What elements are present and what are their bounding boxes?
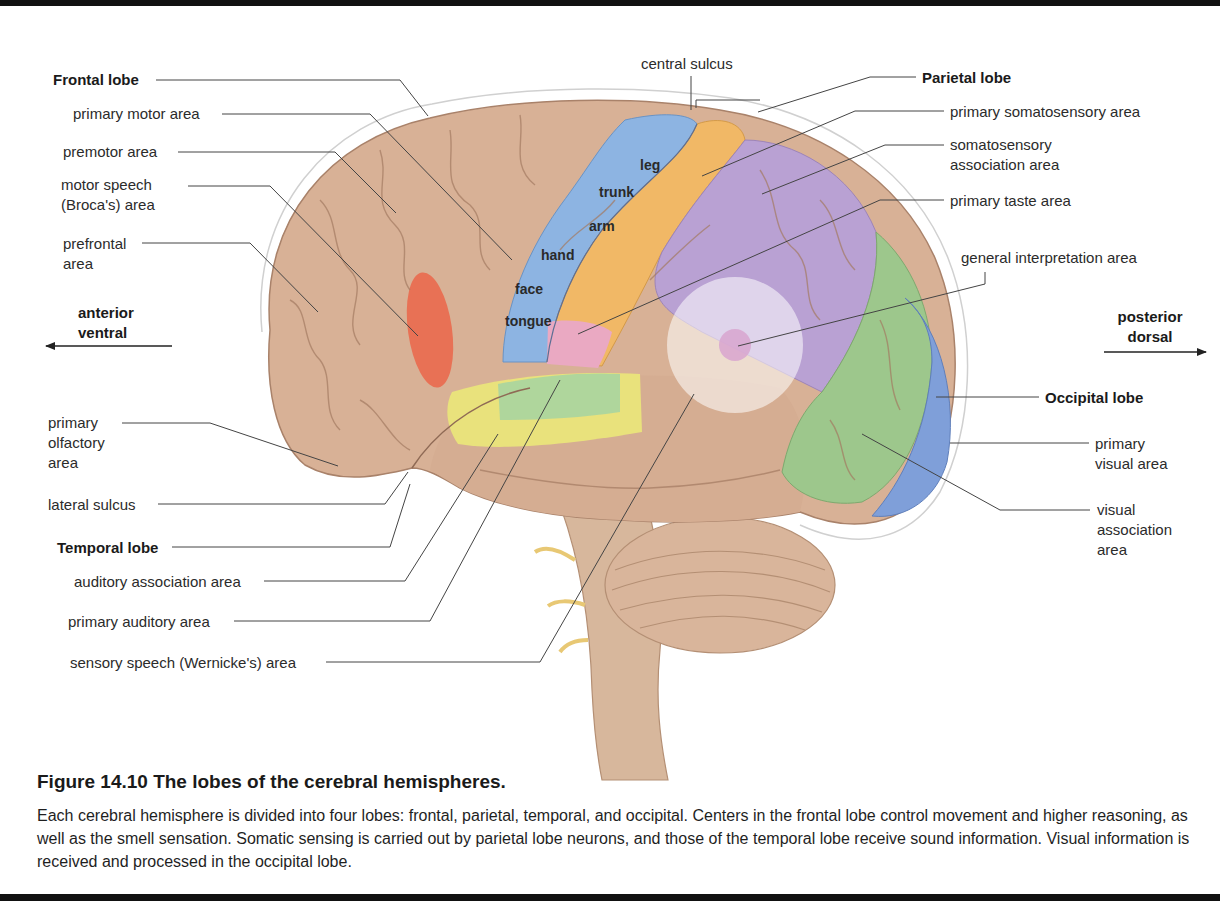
area-label: prefrontal area — [63, 234, 139, 274]
frame-strip — [0, 894, 1220, 901]
area-label: primary auditory area — [68, 612, 210, 632]
body-part-label: hand — [541, 247, 574, 263]
sulcus-label: central sulcus — [641, 54, 733, 74]
area-label: primary visual area — [1095, 434, 1177, 474]
area-label: primary taste area — [950, 191, 1071, 211]
frame-strip — [0, 0, 1220, 6]
sulcus-label: lateral sulcus — [48, 495, 136, 515]
direction-label: posterior dorsal — [1108, 307, 1192, 347]
lobe-name: Temporal lobe — [57, 538, 158, 558]
area-label: primary olfactory area — [48, 413, 120, 473]
body-part-label: face — [515, 281, 543, 297]
lobe-name: Parietal lobe — [922, 68, 1011, 88]
area-label: motor speech (Broca's) area — [61, 175, 183, 215]
figure-title: Figure 14.10 The lobes of the cerebral h… — [37, 770, 1207, 794]
area-label: somatosensory association area — [950, 135, 1082, 175]
area-label: sensory speech (Wernicke's) area — [70, 653, 296, 673]
area-label: general interpretation area — [961, 248, 1137, 268]
body-part-label: arm — [589, 218, 615, 234]
body-part-label: trunk — [599, 184, 634, 200]
body-part-label: tongue — [505, 313, 552, 329]
area-label: auditory association area — [74, 572, 241, 592]
area-label: visual association area — [1097, 500, 1189, 560]
lobe-name: Occipital lobe — [1045, 388, 1143, 408]
direction-label: anterior ventral — [78, 303, 150, 343]
lobe-name: Frontal lobe — [53, 70, 139, 90]
area-label: primary somatosensory area — [950, 102, 1140, 122]
area-label: primary motor area — [73, 104, 200, 124]
area-label: premotor area — [63, 142, 157, 162]
figure-caption: Each cerebral hemisphere is divided into… — [37, 804, 1209, 873]
body-part-label: leg — [640, 157, 660, 173]
